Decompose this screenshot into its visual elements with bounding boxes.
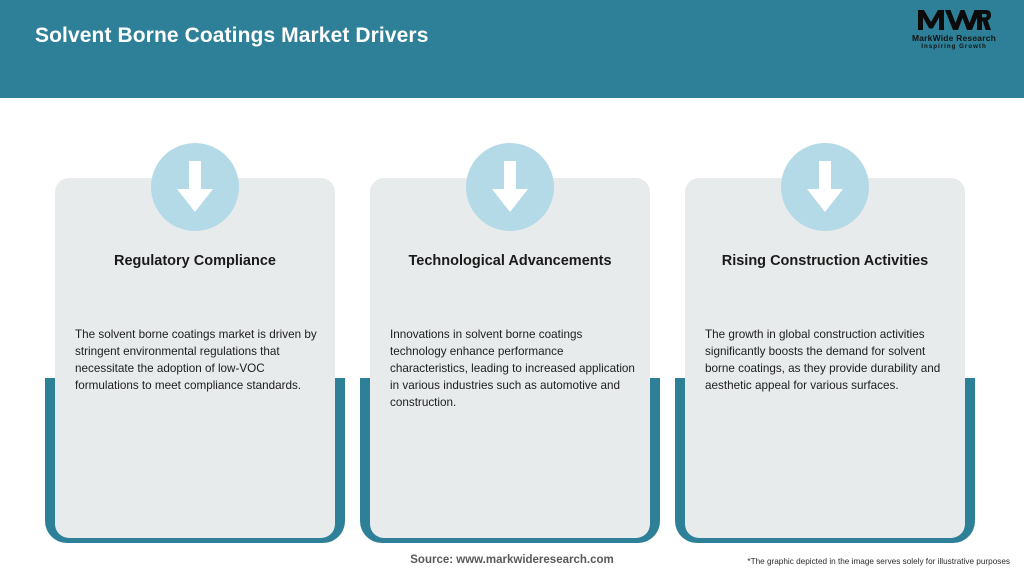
card-title: Technological Advancements [408,253,612,269]
down-arrow-icon [151,143,239,231]
card-title: Regulatory Compliance [114,253,276,269]
logo-mark-icon [900,8,1008,32]
disclaimer-note: *The graphic depicted in the image serve… [747,557,1010,566]
logo-tagline: Inspiring Growth [921,43,987,50]
driver-card-3[interactable]: Rising Construction Activities The growt… [675,98,975,543]
card-body-text: The solvent borne coatings market is dri… [75,328,317,392]
driver-card-1[interactable]: Regulatory Compliance The solvent borne … [45,98,345,543]
card-body-text: The growth in global construction activi… [705,328,941,392]
driver-cards-container: Regulatory Compliance The solvent borne … [0,98,1024,543]
logo-company-name: MarkWide Research [911,33,997,43]
source-label: Source: www.markwideresearch.com [410,554,614,566]
card-title: Rising Construction Activities [721,253,929,269]
company-logo: MarkWide Research Inspiring Growth [900,8,1008,56]
card-surface: Regulatory Compliance The solvent borne … [55,178,335,538]
down-arrow-icon [466,143,554,231]
page-title: Solvent Borne Coatings Market Drivers [35,24,429,47]
down-arrow-icon [781,143,869,231]
driver-card-2[interactable]: Technological Advancements Innovations i… [360,98,660,543]
page-header: Solvent Borne Coatings Market Drivers Ma… [0,0,1024,98]
card-surface: Rising Construction Activities The growt… [685,178,965,538]
card-surface: Technological Advancements Innovations i… [370,178,650,538]
card-body-text: Innovations in solvent borne coatings te… [390,328,635,409]
